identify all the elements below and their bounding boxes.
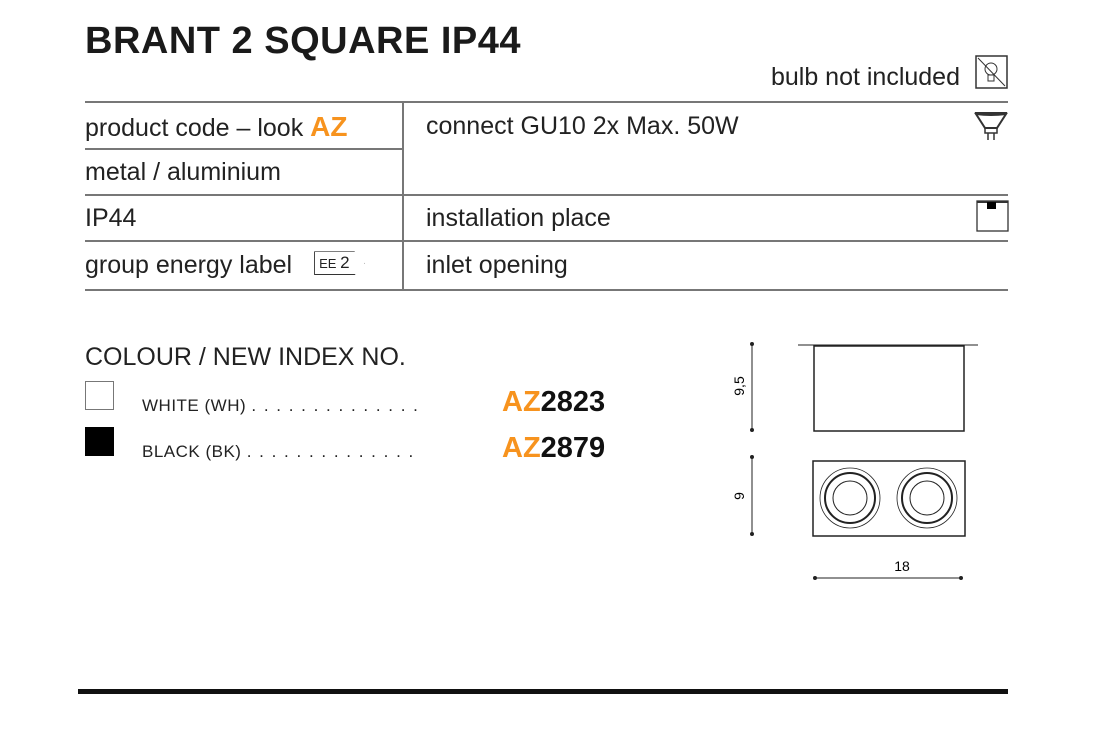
connect-spec: connect GU10 2x Max. 50W (426, 112, 739, 140)
index-black: AZ2879 (502, 432, 605, 465)
table-rule (85, 289, 1008, 291)
product-code-row: product code – look AZ (85, 111, 347, 143)
bottom-view (812, 460, 966, 537)
colour-black-label: BLACK (BK) (142, 442, 242, 461)
product-code-prefix: AZ (310, 111, 348, 142)
index-number: 2823 (540, 386, 606, 418)
bottom-rule (78, 689, 1008, 694)
ip-rating: IP44 (85, 204, 137, 232)
dimension-drawing: 9,5 9 18 (731, 342, 978, 580)
product-title: BRANT 2 SQUARE IP44 (85, 20, 522, 62)
colour-black: BLACK (BK) . . . . . . . . . . . . . . (142, 442, 415, 462)
table-divider (402, 102, 404, 290)
table-rule (85, 240, 1008, 242)
side-view (813, 345, 965, 432)
table-rule (85, 101, 1008, 103)
material: metal / aluminium (85, 158, 281, 186)
index-white: AZ2823 (502, 386, 605, 419)
index-prefix: AZ (502, 432, 541, 464)
dot-leader: . . . . . . . . . . . . . . (246, 442, 415, 461)
energy-label: group energy label (85, 251, 293, 279)
index-number: 2879 (540, 432, 606, 464)
white-swatch (85, 381, 114, 410)
energy-badge: EE 2 (314, 251, 365, 276)
index-prefix: AZ (502, 386, 541, 418)
product-code-label: product code – look (85, 114, 304, 142)
colour-white: WHITE (WH) . . . . . . . . . . . . . . (142, 396, 419, 416)
gu10-bulb-icon (973, 112, 1009, 140)
no-bulb-icon (975, 55, 1008, 89)
energy-badge-value: 2 (340, 253, 350, 273)
dot-leader: . . . . . . . . . . . . . . (251, 396, 420, 415)
black-swatch (85, 427, 114, 456)
colour-white-label: WHITE (WH) (142, 396, 247, 415)
energy-badge-prefix: EE (319, 256, 337, 272)
height-dimension: 9,5 (731, 376, 747, 396)
table-rule (85, 148, 402, 150)
width-dimension: 18 (894, 558, 910, 574)
bulb-note: bulb not included (770, 63, 960, 91)
installation-place: installation place (426, 204, 611, 232)
inlet-opening: inlet opening (426, 251, 568, 279)
energy-label-row: group energy label EE 2 (85, 251, 365, 280)
depth-dimension: 9 (731, 492, 747, 500)
table-rule (85, 194, 1008, 196)
ceiling-installation-icon (976, 200, 1009, 232)
colour-heading: COLOUR / NEW INDEX NO. (85, 343, 406, 371)
